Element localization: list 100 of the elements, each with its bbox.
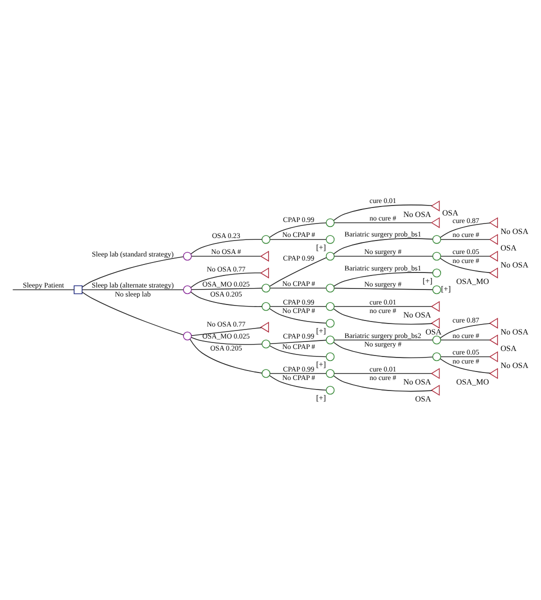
node-label: OSA [500, 344, 516, 353]
node-label: No OSA [403, 377, 432, 386]
node-circle [432, 335, 442, 344]
node-label: No OSA [403, 210, 432, 219]
node-triangle [489, 216, 498, 228]
node-circle [326, 368, 335, 378]
node-circle [262, 302, 270, 310]
connector [12, 288, 74, 290]
connector [191, 326, 262, 336]
node-label: OSA [415, 394, 432, 403]
connector [440, 356, 490, 357]
node-triangle [489, 317, 498, 328]
node-circle [326, 318, 335, 328]
node-circle [183, 284, 192, 294]
node-label: No OSA [500, 226, 528, 236]
node-circle [326, 302, 335, 310]
node-circle [326, 385, 335, 394]
node-circle [326, 251, 335, 260]
node-triangle [430, 384, 440, 396]
connector [269, 222, 326, 238]
connector [190, 291, 262, 306]
connector [270, 339, 326, 344]
node-circle [326, 218, 335, 227]
node-circle [183, 331, 192, 340]
node-triangle [489, 334, 498, 345]
node-label: No OSA [500, 326, 528, 336]
node-triangle [430, 300, 440, 312]
node-label: [+] [440, 284, 451, 293]
node-label: No OSA [403, 310, 432, 320]
connector [333, 272, 434, 286]
connector [190, 336, 262, 344]
node-label: OSA [500, 243, 516, 252]
node-circle [183, 251, 192, 260]
node-label: [+] [316, 326, 326, 336]
connector [190, 338, 262, 373]
connector [333, 238, 434, 254]
node-label: No OSA [500, 260, 528, 269]
connector [440, 322, 490, 338]
connector [333, 341, 434, 358]
connector [333, 374, 432, 392]
connector [191, 255, 261, 256]
node-triangle [489, 368, 498, 378]
connector [82, 291, 184, 335]
node-label: OSA [426, 326, 442, 336]
node-circle [432, 284, 442, 294]
connector [270, 238, 326, 240]
node-triangle [430, 317, 440, 328]
connector [190, 272, 262, 288]
connector [440, 358, 490, 374]
node-triangle [489, 266, 498, 278]
connector [440, 222, 490, 238]
node-circle [326, 335, 335, 344]
connector [440, 255, 490, 256]
connector [334, 255, 434, 256]
node-triangle [489, 350, 498, 362]
connector [440, 257, 490, 273]
node-label: OSA_MO [456, 276, 490, 286]
connector [269, 308, 326, 323]
connector [82, 288, 184, 290]
node-circle [262, 234, 270, 244]
connector [269, 256, 327, 286]
node-circle [432, 234, 442, 244]
connector [190, 238, 262, 254]
node-label: [+] [422, 276, 432, 285]
node-label: [+] [316, 360, 326, 369]
connector [191, 287, 262, 290]
node-circle [432, 352, 442, 361]
connector [334, 222, 432, 223]
connector [334, 339, 434, 340]
node-triangle [260, 266, 269, 278]
connector [334, 372, 432, 374]
node-circle [262, 339, 270, 348]
connector [334, 287, 434, 290]
connector [82, 256, 184, 287]
connector [269, 344, 326, 357]
connector [440, 339, 490, 340]
connector [270, 287, 326, 288]
node-circle [326, 234, 335, 244]
connector [333, 204, 432, 220]
node-label: OSA [442, 208, 458, 218]
node-circle [432, 251, 442, 260]
connector [269, 374, 326, 390]
node-triangle [489, 233, 498, 244]
node-circle [262, 368, 270, 378]
node-label: [+] [316, 393, 326, 402]
connector [440, 238, 490, 240]
node-label: OSA_MO [456, 377, 490, 386]
node-circle [432, 268, 442, 277]
node-circle [326, 352, 335, 361]
node-label: No OSA [500, 360, 528, 370]
node-label: [+] [316, 242, 326, 252]
node-box [74, 284, 83, 294]
node-triangle [260, 250, 269, 262]
node-triangle [489, 250, 498, 262]
node-triangle [430, 368, 440, 378]
node-circle [262, 283, 270, 292]
node-circle [326, 283, 335, 292]
connector [333, 308, 432, 324]
node-triangle [430, 216, 440, 228]
connector [270, 372, 326, 374]
